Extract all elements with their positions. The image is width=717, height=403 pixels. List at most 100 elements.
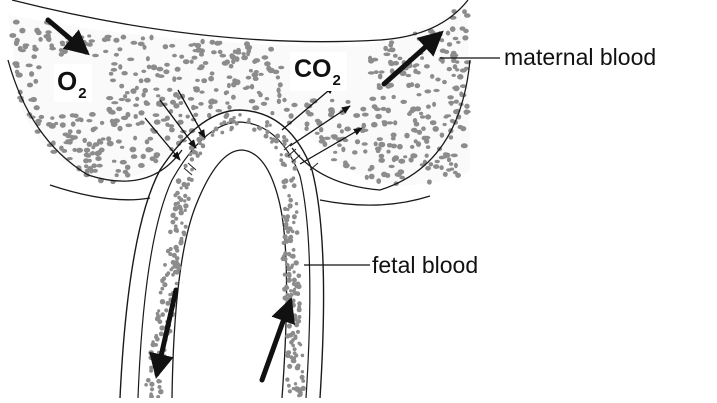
- blood-cell: [440, 38, 445, 42]
- blood-cell: [388, 60, 393, 65]
- blood-cell: [154, 335, 158, 339]
- blood-cell: [442, 80, 447, 84]
- blood-cell: [460, 93, 467, 97]
- blood-cell: [86, 154, 92, 157]
- blood-cell: [288, 389, 292, 393]
- blood-cell: [264, 61, 271, 66]
- blood-cell: [159, 291, 163, 295]
- blood-cell: [148, 350, 154, 356]
- blood-cell: [414, 122, 420, 127]
- blood-cell: [183, 194, 187, 198]
- blood-cell: [138, 163, 145, 168]
- blood-cell: [298, 342, 301, 345]
- blood-cell: [435, 78, 440, 82]
- blood-cell: [211, 133, 215, 137]
- blood-cell: [188, 97, 194, 101]
- blood-cell: [265, 97, 270, 100]
- blood-cell: [275, 134, 280, 139]
- blood-cell: [424, 64, 430, 68]
- blood-cell: [425, 166, 431, 171]
- blood-cell: [282, 185, 287, 190]
- blood-cell: [245, 45, 252, 50]
- blood-cell: [393, 54, 398, 58]
- blood-cell: [410, 153, 417, 158]
- blood-cell: [284, 239, 289, 244]
- blood-cell: [208, 105, 213, 110]
- blood-cell: [293, 347, 297, 351]
- blood-cell: [246, 76, 252, 80]
- blood-cell: [121, 71, 127, 75]
- blood-cell: [420, 115, 425, 118]
- blood-cell: [214, 126, 219, 131]
- blood-cell: [144, 100, 149, 104]
- blood-cell: [297, 394, 301, 398]
- blood-cell: [363, 149, 367, 153]
- blood-cell: [60, 43, 65, 46]
- blood-cell: [369, 174, 375, 180]
- blood-cell: [34, 28, 40, 34]
- blood-cell: [147, 65, 152, 70]
- blood-cell: [190, 60, 194, 64]
- blood-cell: [160, 278, 165, 283]
- blood-cell: [184, 164, 188, 168]
- blood-cell: [174, 202, 178, 206]
- blood-cell: [180, 186, 183, 189]
- blood-cell: [448, 101, 455, 105]
- blood-cell: [414, 63, 420, 66]
- blood-cell: [172, 76, 176, 82]
- blood-cell: [271, 138, 276, 143]
- blood-cell: [279, 158, 283, 162]
- blood-cell: [80, 40, 87, 44]
- blood-cell: [282, 98, 286, 102]
- blood-cell: [135, 86, 139, 90]
- blood-cell: [29, 71, 34, 77]
- blood-cell: [250, 84, 254, 90]
- blood-cell: [458, 125, 464, 129]
- blood-cell: [424, 89, 431, 93]
- blood-cell: [252, 128, 256, 132]
- blood-cell: [92, 169, 98, 173]
- blood-cell: [145, 147, 152, 152]
- blood-cell: [276, 75, 280, 79]
- blood-cell: [210, 99, 215, 102]
- blood-cell: [183, 59, 190, 64]
- blood-cell: [121, 35, 127, 40]
- blood-cell: [147, 137, 153, 141]
- blood-cell: [285, 377, 289, 381]
- blood-cell: [225, 101, 229, 104]
- blood-cell: [117, 47, 122, 51]
- blood-cell: [84, 164, 88, 168]
- blood-cell: [142, 88, 148, 93]
- blood-cell: [170, 100, 176, 105]
- blood-cell: [297, 301, 302, 306]
- blood-cell: [369, 165, 374, 170]
- blood-cell: [379, 154, 385, 159]
- blood-cell: [169, 44, 175, 48]
- blood-cell: [449, 162, 453, 166]
- blood-cell: [291, 338, 295, 342]
- blood-cell: [150, 387, 154, 391]
- blood-cell: [114, 53, 119, 57]
- blood-cell: [65, 139, 69, 143]
- blood-cell: [235, 122, 239, 126]
- blood-cell: [164, 63, 170, 67]
- blood-cell: [179, 55, 184, 59]
- blood-cell: [286, 208, 289, 211]
- blood-cell: [392, 95, 396, 99]
- blood-cell: [172, 54, 177, 58]
- blood-cell: [120, 160, 127, 165]
- blood-cell: [210, 71, 215, 75]
- blood-cell: [182, 233, 186, 237]
- blood-cell: [106, 136, 111, 141]
- blood-cell: [374, 142, 378, 147]
- blood-cell: [427, 179, 432, 184]
- blood-cell: [264, 134, 269, 139]
- blood-cell: [453, 64, 458, 69]
- blood-cell: [265, 120, 269, 124]
- blood-cell: [179, 101, 184, 105]
- blood-cell: [433, 89, 439, 92]
- blood-cell: [227, 105, 231, 110]
- blood-cell: [238, 113, 242, 117]
- blood-cell: [79, 35, 84, 39]
- blood-cell: [150, 382, 153, 385]
